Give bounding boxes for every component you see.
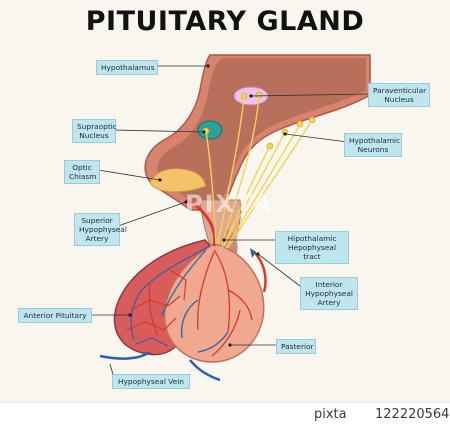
watermark-text: PIXTA bbox=[185, 190, 274, 218]
posterior-vessels bbox=[180, 249, 253, 357]
brand-name: pixta bbox=[314, 407, 347, 422]
label-supraoptic-nucleus: Supraoptic Nucleus bbox=[72, 119, 117, 143]
footer-bar: pixta 122220564 bbox=[0, 402, 450, 427]
label-optic-chiasm: Optic Chiasm bbox=[64, 160, 100, 184]
leader-dots bbox=[128, 64, 287, 347]
image-id: 122220564 bbox=[375, 407, 450, 422]
neuron-axons bbox=[205, 94, 313, 249]
posterior-lobe bbox=[163, 243, 265, 363]
hypophyseal-vein-left bbox=[99, 350, 151, 360]
superior-artery bbox=[185, 198, 217, 247]
hypothalamus-inner bbox=[157, 58, 366, 204]
label-hypothalamus: Hypothalamus bbox=[96, 60, 158, 75]
supraoptic-nucleus bbox=[197, 120, 223, 140]
leader-lines bbox=[92, 65, 371, 379]
label-posterior: Pasterior bbox=[276, 339, 316, 354]
page-title: PITUITARY GLAND bbox=[85, 6, 365, 37]
interior-artery bbox=[253, 251, 267, 293]
optic-chiasm-shape bbox=[149, 168, 207, 193]
label-interior-hypophyseal-artery: Interior Hypophyseal Artery bbox=[300, 277, 358, 310]
interior-artery-tip bbox=[250, 248, 256, 258]
label-hypophyseal-vein: Hypophyseal Vein bbox=[112, 374, 190, 389]
label-hypothalamic-hypophyseal-tract: Hipothalamic Hepophyseal tract bbox=[275, 231, 349, 264]
label-superior-hypophyseal-artery: Superior Hypophyseal Artery bbox=[74, 213, 127, 246]
label-hypothalamic-neurons: Hypothalamic Neurons bbox=[344, 133, 402, 157]
label-anterior-pituitary: Anterior Pituitary bbox=[18, 308, 92, 323]
hypophyseal-vein-right bbox=[189, 359, 221, 382]
anterior-vessels bbox=[125, 245, 211, 347]
label-paraventricular-nucleus: Paraventicular Nucleus bbox=[368, 83, 430, 107]
